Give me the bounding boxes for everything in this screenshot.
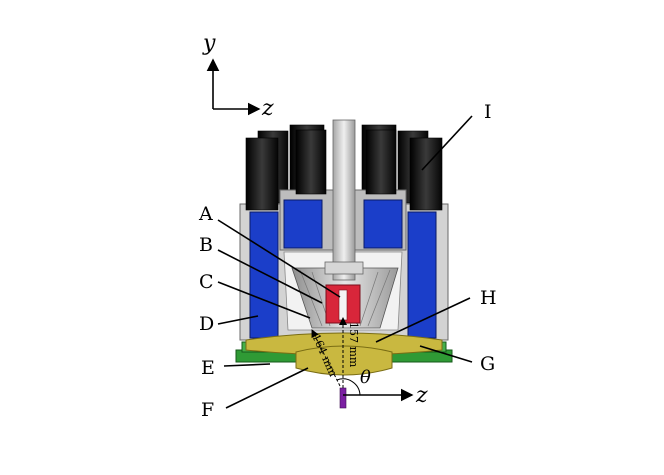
leader-h [375, 297, 471, 343]
label-h: H [480, 287, 497, 309]
label-b: B [199, 234, 213, 256]
leader-a [217, 219, 341, 298]
probe [339, 387, 347, 409]
label-i: I [484, 101, 492, 123]
z-axis-label-top: z [261, 96, 274, 121]
apparatus [235, 119, 453, 409]
magnet-right [407, 211, 437, 339]
shaft-collar [324, 261, 364, 275]
label-g: G [480, 353, 495, 375]
rod [295, 129, 327, 195]
y-axis-label: y [202, 31, 216, 56]
z-axis-label-bottom: z [415, 383, 428, 408]
part-labels: A B C D E F G H I [198, 101, 497, 421]
magnet-left [249, 211, 279, 339]
olive-insert [295, 345, 393, 376]
leader-lines [217, 115, 473, 409]
leader-e [223, 363, 271, 367]
leader-b [217, 249, 323, 304]
label-c: C [199, 271, 214, 293]
leader-c [217, 281, 311, 319]
rods-front [245, 129, 443, 211]
magnet-top-left [283, 199, 323, 249]
leader-i [421, 115, 473, 171]
rod [365, 129, 397, 195]
theta-arc [336, 378, 361, 396]
rod [245, 137, 279, 211]
sample-slot [338, 289, 348, 321]
label-a: A [198, 203, 213, 225]
leader-g [419, 345, 473, 363]
central-shaft [332, 119, 356, 281]
axes-bottom: θ z [336, 367, 428, 408]
dimension-line-oblique [311, 329, 341, 387]
label-e: E [201, 357, 215, 379]
dimension-label-vertical: 157 mm [347, 322, 360, 368]
label-f: F [201, 399, 214, 421]
axes-topleft: y z [202, 31, 274, 121]
magnet-top-right [363, 199, 403, 249]
leader-f [225, 367, 309, 409]
label-d: D [199, 313, 214, 335]
theta-label: θ [360, 367, 371, 388]
leader-d [217, 315, 259, 325]
rod [409, 137, 443, 211]
